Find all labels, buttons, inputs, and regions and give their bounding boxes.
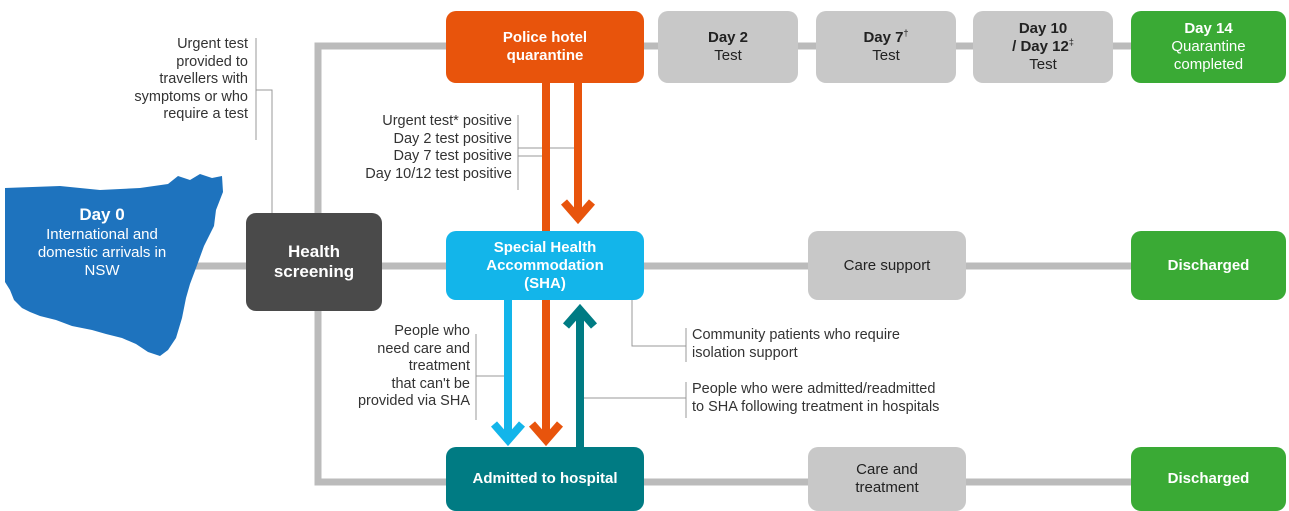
note-line: Urgent test xyxy=(177,36,248,52)
day14-title: Day 14 xyxy=(1184,20,1233,37)
sha-line1: Special Health xyxy=(493,238,597,256)
note-line: Urgent test* positive xyxy=(382,113,512,129)
hospital-discharged-label: Discharged xyxy=(1167,470,1250,487)
note-line: People who were admitted/readmitted xyxy=(692,381,936,397)
care-support-label: Care support xyxy=(843,256,931,274)
health-screening-line2: screening xyxy=(273,262,355,281)
day7-mark: † xyxy=(903,28,909,38)
urgent-test-note: Urgent test provided to travellers with … xyxy=(130,36,248,124)
health-screening-box[interactable]: Health screening xyxy=(246,213,382,311)
day2-title: Day 2 xyxy=(707,29,749,46)
note-line: symptoms or who xyxy=(134,88,248,105)
quarantine-to-sha-arrow xyxy=(560,80,596,225)
day0-label: Day 0 International and domestic arrival… xyxy=(22,204,182,280)
note-line: Community patients who require xyxy=(692,327,900,343)
day12-title: / Day 12 xyxy=(1012,38,1069,55)
sha-discharged-box[interactable]: Discharged xyxy=(1131,231,1286,300)
health-screening-line1: Health xyxy=(288,242,340,261)
note-line: that can't be xyxy=(391,375,470,392)
sha-discharged-label: Discharged xyxy=(1167,256,1250,274)
bottom-track xyxy=(314,276,452,486)
hospital-label: Admitted to hospital xyxy=(472,470,618,487)
community-patients-note: Community patients who require isolation… xyxy=(692,327,1012,362)
quarantine-line1: Police hotel xyxy=(502,29,588,46)
day7-title: Day 7 xyxy=(863,29,904,46)
care-treatment-line1: Care and xyxy=(856,461,918,478)
care-treatment-line2: treatment xyxy=(855,479,919,496)
note-line: Day 10/12 test positive xyxy=(365,165,512,182)
police-hotel-quarantine-box[interactable]: Police hotel quarantine xyxy=(446,11,644,83)
note-line: Day 7 test positive xyxy=(393,148,512,164)
need-care-note: People who need care and treatment that … xyxy=(330,323,470,411)
note-line: Day 2 test positive xyxy=(393,130,512,147)
note-line: need care and xyxy=(377,340,470,357)
hospital-discharged-box[interactable]: Discharged xyxy=(1131,447,1286,511)
care-support-box[interactable]: Care support xyxy=(808,231,966,300)
day10-mark: ‡ xyxy=(1068,37,1074,47)
readmitted-note: People who were admitted/readmitted to S… xyxy=(692,381,1022,416)
hospital-to-sha-arrow xyxy=(562,303,598,448)
top-track xyxy=(314,42,452,256)
day14-sub2: completed xyxy=(1173,56,1244,73)
sha-box[interactable]: Special Health Accommodation (SHA) xyxy=(446,231,644,300)
care-and-treatment-box[interactable]: Care and treatment xyxy=(808,447,966,511)
day14-completed-box[interactable]: Day 14 Quarantine completed xyxy=(1131,11,1286,83)
day0-title: Day 0 xyxy=(79,205,125,224)
day10-title: Day 10 xyxy=(1018,20,1068,37)
sha-line2: Accommodation xyxy=(486,256,604,274)
sha-line3: (SHA) xyxy=(524,274,566,292)
note-line: travellers with xyxy=(159,71,248,87)
note-line: People who xyxy=(394,323,470,339)
day2-sub: Test xyxy=(714,47,742,64)
note-line: treatment xyxy=(408,358,470,374)
day0-text: International and domestic arrivals in N… xyxy=(37,226,167,279)
sha-to-hospital-arrow xyxy=(490,296,526,447)
note-line: provided to xyxy=(176,53,248,70)
day2-test-box[interactable]: Day 2 Test xyxy=(658,11,798,83)
day7-test-box[interactable]: Day 7† Test xyxy=(816,11,956,83)
note-line: require a test xyxy=(163,106,248,122)
quarantine-line2: quarantine xyxy=(506,47,584,64)
day14-sub1: Quarantine xyxy=(1171,38,1246,55)
admitted-to-hospital-box[interactable]: Admitted to hospital xyxy=(446,447,644,511)
note-line: isolation support xyxy=(692,344,798,361)
day10-sub: Test xyxy=(1029,56,1057,73)
positive-results-note: Urgent test* positive Day 2 test positiv… xyxy=(320,113,512,183)
day7-sub: Test xyxy=(872,47,900,64)
note-line: provided via SHA xyxy=(357,393,470,409)
note-line: to SHA following treatment in hospitals xyxy=(692,398,940,415)
nsw-map-icon xyxy=(5,174,223,356)
day10-test-box[interactable]: Day 10 / Day 12‡ Test xyxy=(973,11,1113,83)
